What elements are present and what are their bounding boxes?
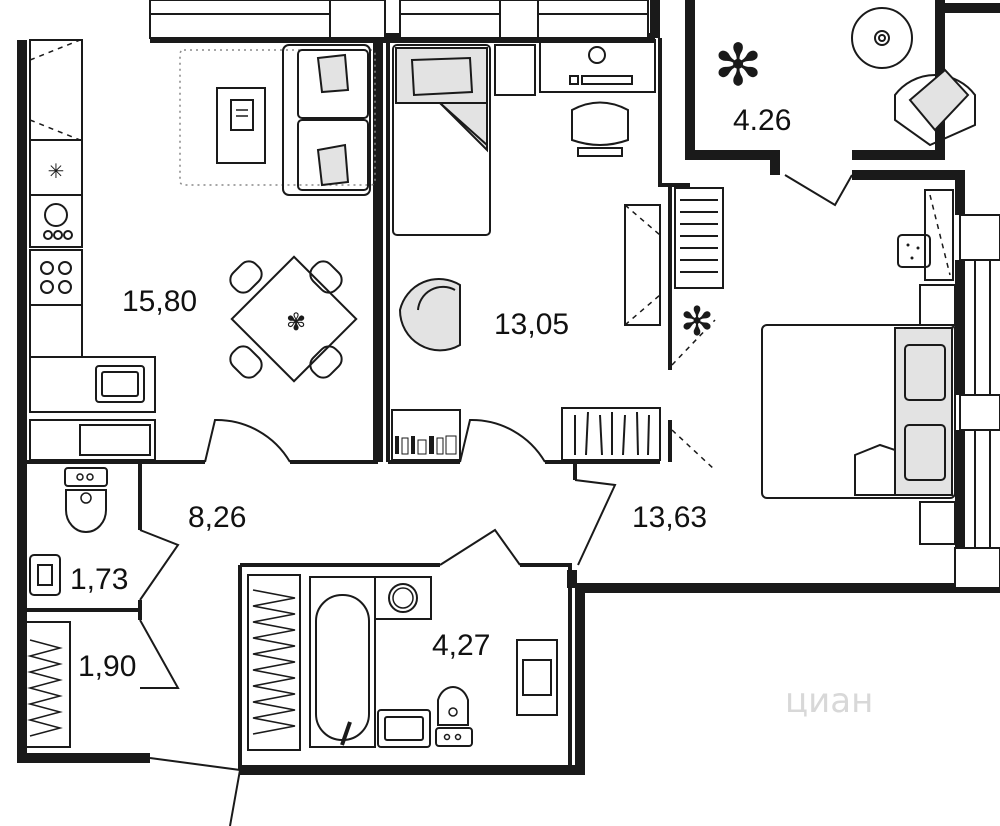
- doors: [139, 174, 853, 826]
- plant-icon: ✻: [680, 299, 714, 345]
- svg-text:✻: ✻: [714, 31, 763, 99]
- toilet-icon: [435, 685, 473, 747]
- washing-machine-icon: [374, 576, 432, 620]
- area-toilet: 1,73: [70, 563, 128, 596]
- svg-text:✳: ✳: [48, 159, 65, 183]
- windows: [149, 0, 1000, 589]
- area-bathroom: 4,27: [432, 629, 490, 662]
- area-balcony: 4.26: [733, 104, 791, 137]
- kitchen-living-furniture: ✳: [29, 39, 376, 461]
- svg-text:✾: ✾: [286, 308, 306, 336]
- interior-walls: [22, 38, 690, 770]
- area-hallway: 8,26: [188, 501, 246, 534]
- watermark-text: циан: [785, 681, 873, 721]
- balcony-furniture: ✻: [714, 7, 976, 147]
- area-wardrobe: 1,90: [78, 650, 136, 683]
- area-kitchen-living: 15,80: [122, 285, 197, 318]
- stove-icon: ✳: [48, 159, 65, 183]
- watermark: циан: [785, 681, 873, 721]
- dining-table: ✾: [229, 255, 358, 383]
- outer-walls: [17, 0, 1000, 775]
- chair: [897, 234, 931, 268]
- bedroom-1-furniture: [391, 39, 661, 461]
- svg-text:✻: ✻: [680, 299, 714, 345]
- bathroom-furniture: [24, 467, 558, 751]
- area-bedroom-1: 13,05: [494, 308, 569, 341]
- sink-icon: [377, 709, 431, 748]
- toilet-icon: [64, 467, 108, 533]
- plant-icon: ✾: [286, 308, 306, 336]
- sink-icon: [29, 554, 61, 596]
- bedroom-2-furniture: ✻: [671, 187, 956, 545]
- bed-icon: [392, 44, 491, 236]
- bathtub-icon: [309, 576, 376, 748]
- bed-icon: [761, 324, 956, 499]
- plant-icon: ✻: [714, 31, 763, 99]
- laptop-icon: [216, 87, 266, 164]
- bookshelf: [395, 435, 457, 455]
- area-bedroom-2: 13,63: [632, 501, 707, 534]
- room-labels: 15,80 13,05 4.26 13,63 8,26 1,73 1,90 4,…: [70, 104, 791, 683]
- sink-icon: [95, 365, 145, 403]
